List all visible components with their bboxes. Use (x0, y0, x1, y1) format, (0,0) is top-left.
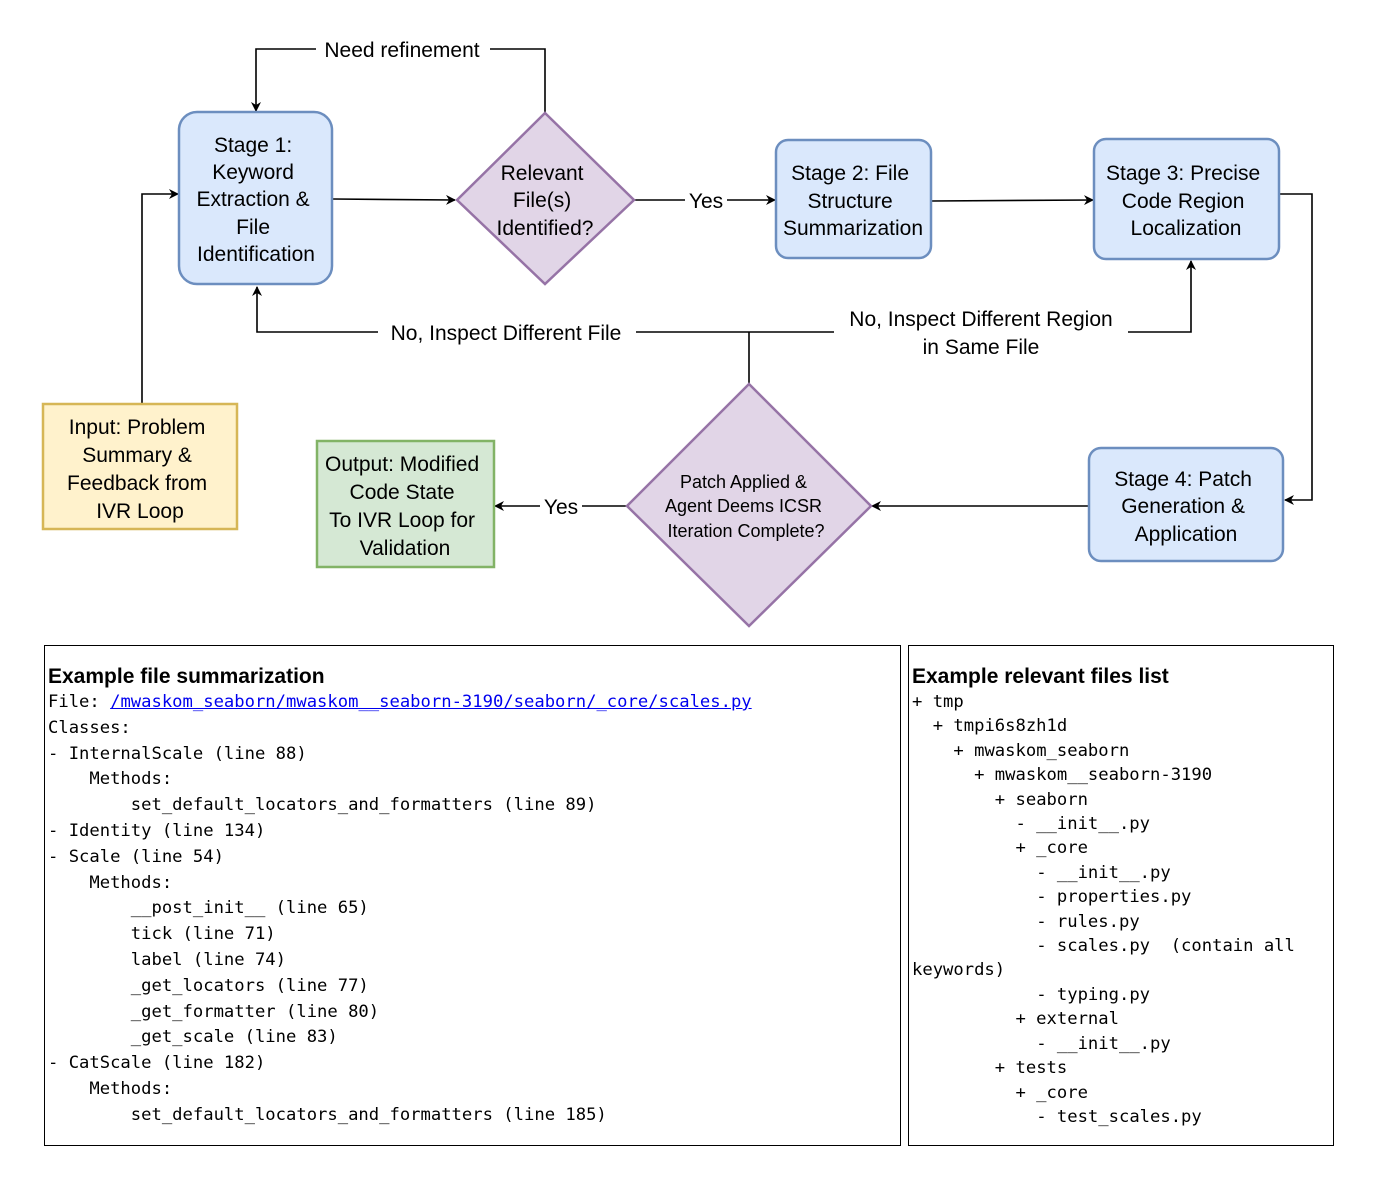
summarization-line: set_default_locators_and_formatters (lin… (48, 1104, 607, 1125)
stage1-node: Stage 1: Keyword Extraction & File Ident… (177, 110, 334, 286)
summarization-line: __post_init__ (line 65) (48, 898, 369, 919)
summarization-line: set_default_locators_and_formatters (lin… (48, 795, 597, 816)
edge-input-to-stage1 (141, 189, 179, 403)
output-node: Output: Modified Code State To IVR Loop … (315, 439, 496, 569)
label-need-refinement: Need refinement (324, 39, 479, 62)
relevant-files-tree: + tmp + tmpi6s8zh1d + mwaskom_seaborn + … (912, 692, 1295, 1127)
file-path-link[interactable]: /mwaskom_seaborn/mwaskom__seaborn-3190/s… (110, 692, 752, 712)
summarization-line: Classes: (48, 717, 131, 738)
summarization-line: - InternalScale (line 88) (48, 743, 307, 764)
edge-labels: Need refinement Yes No, Inspect Differen… (316, 36, 1128, 519)
label-no-different-file: No, Inspect Different File (391, 322, 622, 345)
relevant-files-title: Example relevant files list (912, 665, 1169, 688)
summarization-line: - Scale (line 54) (48, 846, 224, 867)
svg-text:Relevant File(s) I: Relevant File(s) Identified? (497, 162, 594, 240)
summarization-line: label (line 74) (48, 949, 286, 970)
summarization-lines: Classes: - InternalScale (line 88) Method… (48, 716, 900, 1129)
file-summarization-panel: Example file summarization File: /mwasko… (44, 645, 901, 1146)
svg-text:Stage 4: Patch Generatio: Stage 4: Patch Generation & Application (1114, 468, 1258, 546)
edge-stage3-to-stage4 (1280, 193, 1313, 505)
stage3-node: Stage 3: Precise Code Region Localizatio… (1092, 137, 1281, 261)
svg-text:Patch Applied & Agent De: Patch Applied & Agent Deems ICSR Iterati… (665, 472, 827, 541)
label-no-different-region-1: No, Inspect Different Region (849, 308, 1112, 331)
summarization-line: - Identity (line 134) (48, 820, 266, 841)
relevant-files-panel: Example relevant files list + tmp + tmpi… (908, 645, 1334, 1146)
stage4-node: Stage 4: Patch Generation & Application (1087, 446, 1285, 563)
summarization-line: - CatScale (line 182) (48, 1053, 266, 1074)
label-yes-output: Yes (544, 496, 578, 519)
summarization-file-line: File: /mwaskom_seaborn/mwaskom__seaborn-… (48, 692, 752, 712)
label-yes-stage2: Yes (689, 190, 723, 213)
summarization-line: Methods: (48, 1078, 173, 1099)
summarization-line: Methods: (48, 769, 173, 790)
label-no-different-region-2: in Same File (923, 336, 1040, 359)
svg-text:Stage 2: File Structure: Stage 2: File Structure Summarization (783, 162, 923, 240)
edge-stage2-to-stage3 (931, 195, 1094, 206)
input-node: Input: Problem Summary & Feedback from I… (41, 402, 239, 531)
summarization-line: _get_formatter (line 80) (48, 1001, 380, 1022)
svg-text:Input: Problem Summary &: Input: Problem Summary & Feedback from I… (67, 416, 213, 523)
summarization-line: Methods: (48, 872, 173, 893)
summarization-line: tick (line 71) (48, 924, 276, 945)
stage2-node: Stage 2: File Structure Summarization (774, 138, 933, 260)
edges (141, 48, 1313, 511)
svg-text:Stage 1: Keyword E: Stage 1: Keyword Extraction & File Ident… (196, 134, 315, 266)
summarization-title: Example file summarization (48, 665, 325, 688)
patch-complete-decision: Patch Applied & Agent Deems ICSR Iterati… (625, 382, 873, 628)
relevant-files-decision: Relevant File(s) Identified? (455, 111, 636, 286)
svg-text:Stage 3: Precise Code Re: Stage 3: Precise Code Region Localizatio… (1106, 162, 1266, 240)
svg-text:Output: Modified Code St: Output: Modified Code State To IVR Loop … (325, 453, 485, 560)
edge-stage1-to-decision (332, 194, 456, 205)
flowchart: Need refinement Yes No, Inspect Differen… (41, 36, 1313, 628)
summarization-line: _get_locators (line 77) (48, 975, 369, 996)
summarization-line: _get_scale (line 83) (48, 1027, 338, 1048)
